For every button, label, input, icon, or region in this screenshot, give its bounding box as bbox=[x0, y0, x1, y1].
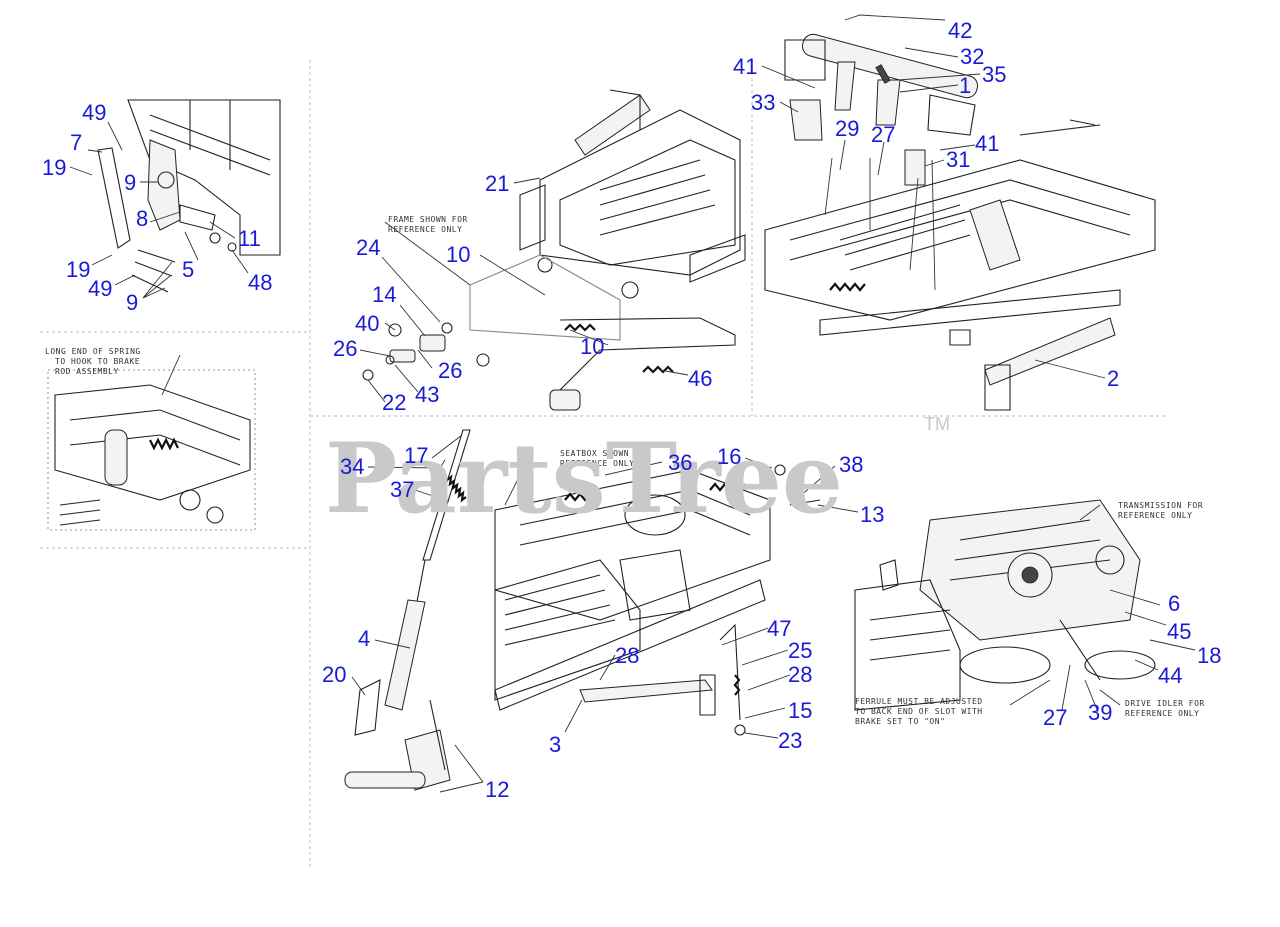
callout-4[interactable]: 4 bbox=[358, 626, 370, 651]
note-frame-ref-1: FRAME SHOWN FOR bbox=[388, 215, 468, 224]
brake-shaft-frame-drawing bbox=[764, 33, 1156, 411]
callout-17[interactable]: 17 bbox=[404, 443, 428, 468]
callout-3[interactable]: 3 bbox=[549, 732, 561, 757]
callout-37[interactable]: 37 bbox=[390, 477, 414, 502]
callout-34[interactable]: 34 bbox=[340, 454, 364, 479]
callout-7[interactable]: 7 bbox=[70, 130, 82, 155]
callout-41[interactable]: 41 bbox=[975, 131, 999, 156]
watermark: PartsTree TM bbox=[325, 414, 950, 535]
brake-rod-drawing bbox=[344, 429, 471, 791]
callout-24[interactable]: 24 bbox=[356, 235, 380, 260]
callout-28[interactable]: 28 bbox=[615, 643, 639, 668]
note-spring-2: TO HOOK TO BRAKE bbox=[55, 357, 140, 366]
callout-15[interactable]: 15 bbox=[788, 698, 812, 723]
note-spring-1: LONG END OF SPRING bbox=[45, 347, 141, 356]
callout-39[interactable]: 39 bbox=[1088, 700, 1112, 725]
callout-10[interactable]: 10 bbox=[580, 334, 604, 359]
watermark-tm: TM bbox=[924, 414, 950, 434]
callout-29[interactable]: 29 bbox=[835, 116, 859, 141]
callout-19[interactable]: 19 bbox=[42, 155, 66, 180]
callout-12[interactable]: 12 bbox=[485, 777, 509, 802]
callout-43[interactable]: 43 bbox=[415, 382, 439, 407]
callout-48[interactable]: 48 bbox=[248, 270, 272, 295]
frame-plate-grid bbox=[839, 204, 971, 271]
callout-38[interactable]: 38 bbox=[839, 452, 863, 477]
deck-plate-grid bbox=[599, 159, 716, 236]
callout-10[interactable]: 10 bbox=[446, 242, 470, 267]
transmission-drawing bbox=[854, 499, 1156, 711]
callout-31[interactable]: 31 bbox=[946, 147, 970, 172]
frame-linkage-drawing bbox=[362, 89, 746, 411]
callout-44[interactable]: 44 bbox=[1158, 663, 1182, 688]
callout-27[interactable]: 27 bbox=[871, 122, 895, 147]
note-ferrule-2: TO BACK END OF SLOT WITH bbox=[855, 707, 983, 716]
callout-41[interactable]: 41 bbox=[733, 54, 757, 79]
note-frame-ref-2: REFERENCE ONLY bbox=[388, 225, 462, 234]
leader-lines bbox=[69, 14, 1196, 793]
callout-49[interactable]: 49 bbox=[88, 276, 112, 301]
note-seatbox-ref-2: REFERENCE ONLY bbox=[560, 459, 634, 468]
seatbox-linkage-drawing bbox=[494, 464, 821, 736]
callout-16[interactable]: 16 bbox=[717, 444, 741, 469]
reference-notes: FRAME SHOWN FOR REFERENCE ONLY LONG END … bbox=[45, 215, 1205, 726]
callout-42[interactable]: 42 bbox=[948, 18, 972, 43]
callout-22[interactable]: 22 bbox=[382, 390, 406, 415]
callout-49[interactable]: 49 bbox=[82, 100, 106, 125]
callout-9[interactable]: 9 bbox=[124, 170, 136, 195]
callout-33[interactable]: 33 bbox=[751, 90, 775, 115]
note-ferrule-1: FERRULE MUST BE ADJUSTED bbox=[855, 697, 983, 706]
callout-8[interactable]: 8 bbox=[136, 206, 148, 231]
callout-5[interactable]: 5 bbox=[182, 257, 194, 282]
callout-18[interactable]: 18 bbox=[1197, 643, 1221, 668]
seatbox-plate-grid bbox=[504, 574, 616, 646]
callout-9[interactable]: 9 bbox=[126, 290, 138, 315]
note-seatbox-ref-1: SEATBOX SHOWN FOR bbox=[560, 449, 650, 458]
callout-45[interactable]: 45 bbox=[1167, 619, 1191, 644]
watermark-text: PartsTree bbox=[325, 422, 843, 535]
note-spring-3: ROD ASSEMBLY bbox=[55, 367, 119, 376]
note-transmission-ref-1: TRANSMISSION FOR bbox=[1118, 501, 1203, 510]
callout-28[interactable]: 28 bbox=[788, 662, 812, 687]
spring-detail bbox=[47, 369, 256, 531]
part-callouts: 49 7 19 9 8 11 19 5 48 49 9 21 24 10 14 … bbox=[42, 18, 1221, 802]
note-ferrule-3: BRAKE SET TO "ON" bbox=[855, 717, 945, 726]
note-idler-ref-1: DRIVE IDLER FOR bbox=[1125, 699, 1205, 708]
callout-35[interactable]: 35 bbox=[982, 62, 1006, 87]
callout-25[interactable]: 25 bbox=[788, 638, 812, 663]
callout-26[interactable]: 26 bbox=[438, 358, 462, 383]
callout-11[interactable]: 11 bbox=[238, 226, 261, 251]
callout-36[interactable]: 36 bbox=[668, 450, 692, 475]
callout-14[interactable]: 14 bbox=[372, 282, 396, 307]
callout-21[interactable]: 21 bbox=[485, 171, 509, 196]
note-transmission-ref-2: REFERENCE ONLY bbox=[1118, 511, 1192, 520]
callout-1[interactable]: 1 bbox=[959, 73, 971, 98]
callout-23[interactable]: 23 bbox=[778, 728, 802, 753]
callout-32[interactable]: 32 bbox=[960, 44, 984, 69]
callout-26[interactable]: 26 bbox=[333, 336, 357, 361]
callout-2[interactable]: 2 bbox=[1107, 366, 1119, 391]
callout-40[interactable]: 40 bbox=[355, 311, 379, 336]
callout-47[interactable]: 47 bbox=[767, 616, 791, 641]
callout-6[interactable]: 6 bbox=[1168, 591, 1180, 616]
callout-19[interactable]: 19 bbox=[66, 257, 90, 282]
callout-20[interactable]: 20 bbox=[322, 662, 346, 687]
note-idler-ref-2: REFERENCE ONLY bbox=[1125, 709, 1199, 718]
callout-13[interactable]: 13 bbox=[860, 502, 884, 527]
callout-46[interactable]: 46 bbox=[688, 366, 712, 391]
section-separators bbox=[40, 60, 1165, 870]
callout-27[interactable]: 27 bbox=[1043, 705, 1067, 730]
